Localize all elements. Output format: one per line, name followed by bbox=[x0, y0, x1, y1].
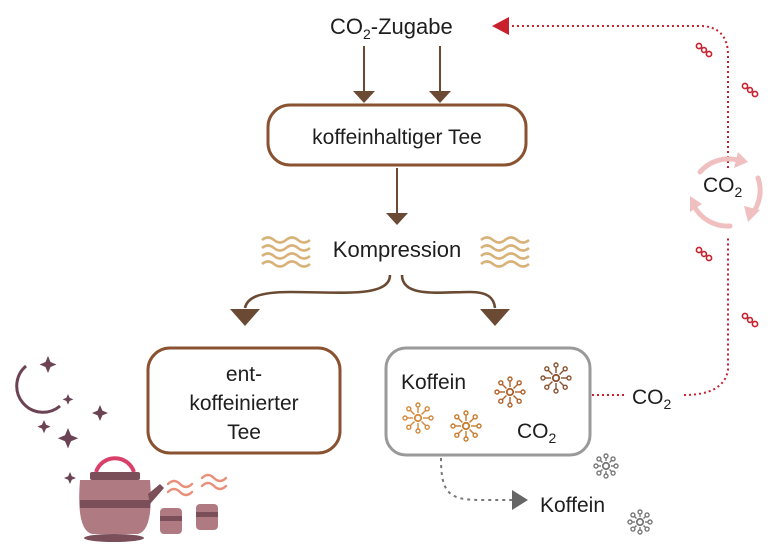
caffeine-output-label: Koffein bbox=[540, 494, 605, 517]
split-arrow-right-head bbox=[480, 309, 510, 326]
molecule-icon bbox=[593, 453, 619, 479]
teapot-icon bbox=[79, 456, 164, 542]
moon-icon bbox=[15, 364, 61, 414]
return-co2-label: CO2 bbox=[632, 386, 672, 412]
cycle-co2-label: CO2 bbox=[703, 174, 743, 200]
co2-molecule bbox=[741, 312, 759, 328]
caffeine-output-molecule-icons bbox=[593, 453, 653, 535]
decaf-line-1: ent- bbox=[226, 363, 262, 386]
stars-icon bbox=[37, 356, 108, 484]
molecule-icon bbox=[402, 402, 434, 434]
split-arrows bbox=[243, 274, 497, 309]
molecule-icon bbox=[627, 509, 653, 535]
co2-input-label: CO2-Zugabe bbox=[330, 14, 453, 42]
decaf-tea-box bbox=[146, 346, 342, 455]
co2-molecule-icons bbox=[695, 42, 759, 328]
compression-arrow bbox=[386, 168, 408, 225]
tea-cups-icon bbox=[160, 504, 218, 534]
molecule-icon bbox=[540, 362, 572, 394]
co2-molecule bbox=[695, 42, 713, 58]
co2-molecule bbox=[695, 246, 713, 262]
co2-return-arrowhead bbox=[492, 17, 509, 35]
co2-return-line bbox=[508, 25, 729, 396]
caffeinated-tea-box bbox=[266, 103, 528, 167]
compression-wave-right-icon bbox=[480, 236, 530, 268]
caffeine-molecule-icons bbox=[402, 362, 572, 442]
caffeinated-tea-label: koffeinhaltiger Tee bbox=[312, 126, 482, 149]
recycle-arrowheads bbox=[690, 152, 760, 222]
caffeine-output-arrow bbox=[440, 457, 528, 510]
decaf-line-2: koffeinierter bbox=[189, 392, 298, 415]
split-arrow-left-head bbox=[230, 309, 260, 326]
compression-label: Kompression bbox=[333, 237, 461, 262]
steam-icon bbox=[166, 473, 228, 497]
molecule-icon bbox=[450, 410, 482, 442]
input-arrows bbox=[353, 46, 451, 103]
co2-molecule bbox=[741, 82, 759, 98]
extract-co2-label: CO2 bbox=[517, 420, 557, 446]
decaf-line-3: Tee bbox=[227, 421, 261, 444]
compression-wave-left-icon bbox=[261, 236, 311, 268]
extract-caffeine-label: Koffein bbox=[401, 371, 466, 394]
caffeine-co2-box bbox=[384, 346, 592, 457]
molecule-icon bbox=[494, 376, 526, 408]
